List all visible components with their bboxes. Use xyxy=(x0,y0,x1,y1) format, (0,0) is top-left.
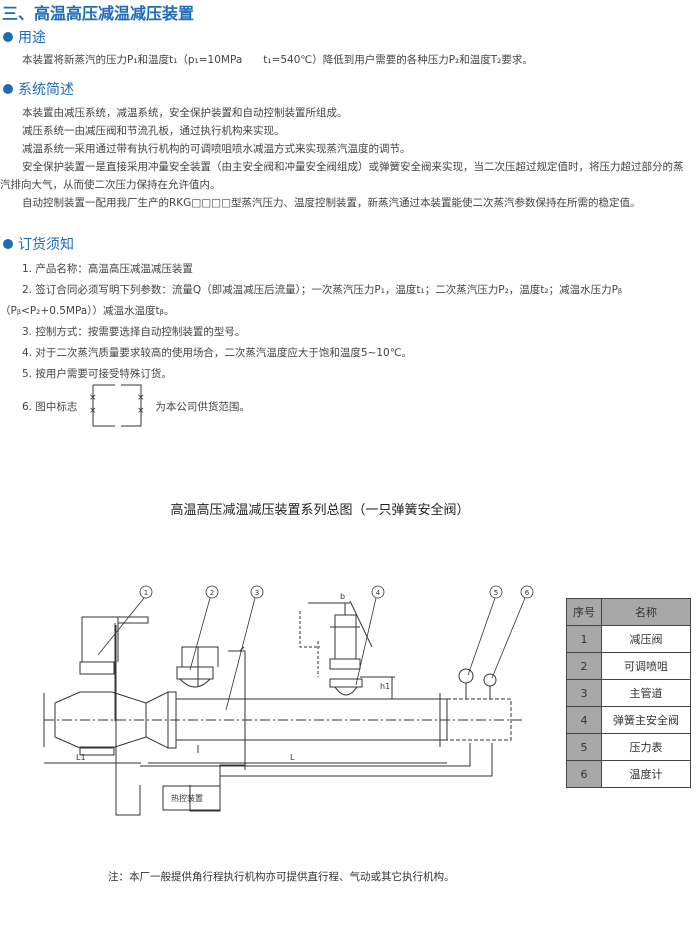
cell: 6 xyxy=(566,760,602,788)
section-heading-order: 订货须知 xyxy=(3,234,74,254)
paragraph: 减压系统一由减压阀和节流孔板，通过执行机构来实现。 xyxy=(22,125,285,137)
list-item: 4. 对于二次蒸汽质量要求较高的使用场合，二次蒸汽温度应大于饱和温度5~10℃。 xyxy=(22,347,412,359)
list-item: 2. 签订合同必须写明下列参数：流量Q（即减温减压后流量）；一次蒸汽压力P₁，温… xyxy=(0,284,623,317)
callout-1: 1 xyxy=(144,589,148,597)
callout-6: 6 xyxy=(525,589,530,597)
list-item-6-suffix: 为本公司供货范围。 xyxy=(155,400,250,413)
svg-text:×: × xyxy=(89,393,97,403)
page-title: 三、高温高压减温减压装置 xyxy=(2,4,195,23)
callout-5: 5 xyxy=(494,589,498,597)
heading-text: 系统简述 xyxy=(18,82,74,98)
paragraph: 本装置由减压系统，减温系统，安全保护装置和自动控制装置所组成。 xyxy=(22,107,348,119)
nozzle-flange xyxy=(176,666,214,680)
dim-l: L xyxy=(290,753,295,762)
svg-text:×: × xyxy=(137,393,145,403)
bullet-icon xyxy=(3,84,13,94)
paragraph: 自动控制装置一配用我厂生产的RKG□□□□型蒸汽压力、温度控制装置，新蒸汽通过本… xyxy=(22,197,641,209)
system-text: 本装置由减压系统，减温系统，安全保护装置和自动控制装置所组成。 减压系统一由减压… xyxy=(0,104,690,212)
list-item: 1. 产品名称：高温高压减温减压装置 xyxy=(22,263,193,275)
header-cell: 名称 xyxy=(601,598,691,626)
dim-h1: h1 xyxy=(380,682,390,691)
figure-title: 高温高压减温减压装置系列总图（一只弹簧安全阀） xyxy=(170,503,470,518)
cell: 主管道 xyxy=(601,679,691,707)
heading-text: 用途 xyxy=(18,30,46,46)
table-header: 序号名称 xyxy=(566,598,691,626)
cell: 5 xyxy=(566,733,602,761)
svg-text:×: × xyxy=(137,406,145,416)
cell: 温度计 xyxy=(601,760,691,788)
callout-4: 4 xyxy=(376,589,381,597)
section-heading-system: 系统简述 xyxy=(3,79,74,99)
usage-text: 本装置将新蒸汽的压力P₁和温度t₁（p₁=10MPa t₁=540℃）降低到用户… xyxy=(22,54,533,66)
cell: 压力表 xyxy=(601,733,691,761)
valve-flange xyxy=(79,661,115,675)
bullet-icon xyxy=(3,239,13,249)
cell: 减压阀 xyxy=(601,625,691,653)
cell: 4 xyxy=(566,706,602,734)
heading-text: 订货须知 xyxy=(18,237,74,253)
order-list: 1. 产品名称：高温高压减温减压装置 2. 签订合同必须写明下列参数：流量Q（即… xyxy=(0,259,690,385)
list-item: 3. 控制方式：按需要选择自动控制装置的型号。 xyxy=(22,326,246,338)
section-heading-usage: 用途 xyxy=(3,27,46,47)
thermometer xyxy=(483,673,497,687)
pressure-gauge xyxy=(458,668,474,684)
list-item: 5. 按用户需要可接受特殊订货。 xyxy=(22,368,172,380)
dim-b: b xyxy=(340,592,345,601)
footnote: 注：本厂一般提供角行程执行机构亦可提供直行程、气动或其它执行机构。 xyxy=(108,871,455,883)
paragraph: 安全保护装置一是直接采用冲量安全装置（由主安全阀和冲量安全阀组成）或弹簧安全阀来… xyxy=(0,161,684,191)
svg-text:×: × xyxy=(89,406,97,416)
list-item-6-prefix: 6. 图中标志 xyxy=(22,400,78,413)
dim-l1: L1 xyxy=(76,753,86,762)
cell: 可调喷咀 xyxy=(601,652,691,680)
heat-control-label: 热控装置 xyxy=(171,793,203,803)
callout-2: 2 xyxy=(210,589,214,597)
cell: 1 xyxy=(566,625,602,653)
header-cell: 序号 xyxy=(566,598,602,626)
bullet-icon xyxy=(3,32,13,42)
callout-3: 3 xyxy=(255,589,259,597)
heat-control-box xyxy=(162,785,221,811)
paragraph: 减温系统一采用通过带有执行机构的可调喷咀喷水减温方式来实现蒸汽温度的调节。 xyxy=(22,143,411,155)
safety-valve-flange xyxy=(329,658,361,670)
cell: 弹簧主安全阀 xyxy=(601,706,691,734)
system-diagram: L1 L b h1 热控装置 1 2 3 4 5 6 xyxy=(43,585,534,816)
list-item-6: 6. 图中标志 × × × × 为本公司供货范围。 xyxy=(22,380,250,432)
cell: 2 xyxy=(566,652,602,680)
supply-scope-symbol: × × × × xyxy=(89,384,145,427)
cell: 3 xyxy=(566,679,602,707)
